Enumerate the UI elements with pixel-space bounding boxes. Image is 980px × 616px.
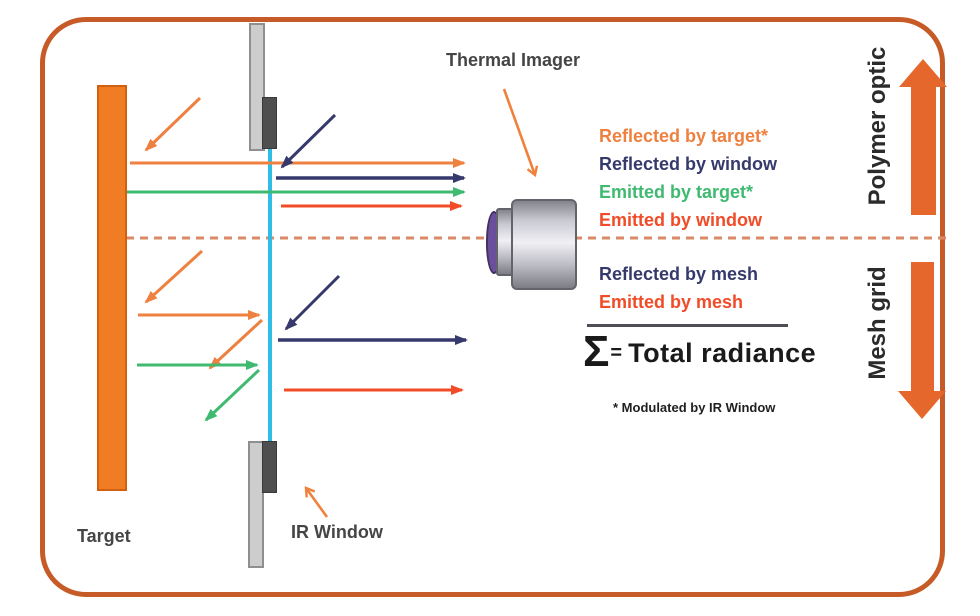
legend-reflected-by-mesh: Reflected by mesh: [599, 264, 759, 284]
mesh-grid-down-arrow-icon: [898, 262, 946, 419]
ir-window-pointer-arrow-icon: [306, 488, 329, 518]
polymer-optic-zone-label: Polymer optic: [864, 46, 891, 206]
legend-emitted-by-target: Emitted by target*: [599, 182, 754, 202]
ray-incident-on-window-top: [280, 113, 337, 169]
thermal-imager-label: Thermal Imager: [446, 50, 581, 70]
radiance-legend-top: Reflected by target* Reflected by window…: [599, 122, 777, 234]
thermal-imager-camera: [511, 199, 577, 290]
legend-emitted-by-mesh: Emitted by mesh: [599, 292, 744, 312]
sum-divider-line: [587, 324, 788, 327]
mesh-block-top: [262, 97, 277, 149]
mesh-block-bottom: [262, 441, 277, 493]
legend-reflected-by-window: Reflected by window: [599, 154, 778, 174]
ray-incident-on-target-bottom: [144, 249, 204, 304]
thermal-imager-pointer-arrow-icon: [502, 88, 535, 175]
window-frame-panel-top: [249, 23, 265, 151]
legend-emitted-by-window: Emitted by window: [599, 210, 763, 230]
ray-incident-on-mesh: [284, 274, 341, 331]
mesh-grid-zone-label: Mesh grid: [864, 266, 891, 380]
radiance-legend-bottom: Reflected by mesh Emitted by mesh: [599, 260, 758, 316]
total-radiance-formula: Σ = Total radiance: [583, 326, 817, 376]
equals-sign: =: [610, 342, 623, 364]
modulated-footnote: * Modulated by IR Window: [613, 400, 776, 415]
polymer-optic-up-arrow-icon: [899, 59, 947, 215]
sigma-symbol: Σ: [583, 326, 610, 376]
target-bar: [97, 85, 127, 491]
legend-reflected-by-target: Reflected by target*: [599, 126, 769, 146]
ir-window-label: IR Window: [291, 522, 383, 542]
ray-incident-on-target-top: [144, 96, 202, 152]
target-label: Target: [77, 526, 131, 546]
window-frame-panel-bottom: [248, 441, 264, 568]
total-radiance-label: Total radiance: [628, 338, 817, 368]
ray-blocked-by-mesh-green: [204, 368, 261, 422]
diagram-frame-border: [40, 17, 945, 597]
ray-blocked-by-mesh-orange: [208, 318, 264, 370]
